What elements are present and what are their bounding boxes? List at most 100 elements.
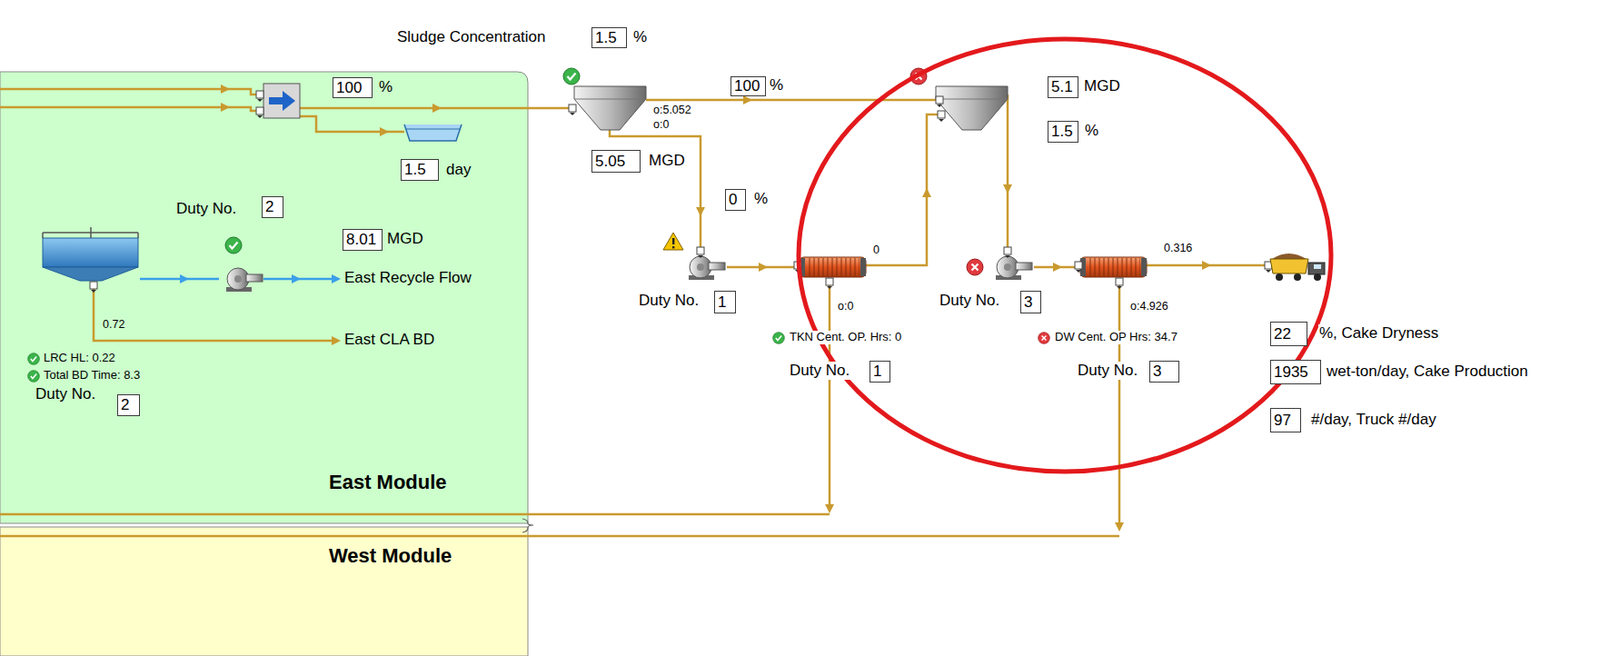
value-box: 100 <box>730 76 766 97</box>
value-text: 100 <box>734 77 760 96</box>
module-panel: East Module 100 1.5 2 8.01 2 <box>0 71 528 524</box>
value-box: 1 <box>714 290 736 314</box>
flow-arrow <box>220 102 230 112</box>
plant-label: MGD <box>1083 77 1122 96</box>
plant-label: Duty No. <box>1076 361 1139 380</box>
sludge-pipes <box>0 89 1266 537</box>
plant-label: 0.72 <box>101 318 126 331</box>
value-box: 2 <box>261 196 284 219</box>
value-box: 5.1 <box>1047 76 1079 99</box>
value-box: 1.5 <box>1047 120 1079 143</box>
dewatering-centrifuge <box>1080 257 1147 278</box>
value-text: 22 <box>1273 322 1292 346</box>
value-text: 100 <box>336 78 362 98</box>
module-title: East Module <box>328 471 448 494</box>
flow-arrow <box>758 262 768 272</box>
value-box: 2 <box>117 394 140 417</box>
value-text: 2 <box>120 395 130 416</box>
value-text: 0 <box>728 189 737 210</box>
plant-label: Duty No. <box>938 291 1001 310</box>
gravity-thickener <box>935 86 1008 130</box>
highlight-circle <box>798 39 1332 472</box>
value-text: 1.5 <box>1051 121 1074 142</box>
value-box: 3 <box>1020 290 1042 314</box>
plant-label: % <box>1083 121 1100 140</box>
gravity-thickener <box>574 86 646 130</box>
value-box: 0 <box>725 188 746 211</box>
port-markers <box>89 90 1273 293</box>
value-text: 3 <box>1023 291 1033 313</box>
flow-arrows <box>179 84 1212 532</box>
plant-label: 0 <box>872 243 881 257</box>
plant-label: o:0 <box>652 118 670 131</box>
flow-arrow <box>1202 260 1212 270</box>
sludge-pump <box>995 256 1033 280</box>
value-text: 8.01 <box>346 229 377 250</box>
value-text: 1.5 <box>404 159 427 180</box>
flow-arrow <box>432 103 442 113</box>
plant-label: wet-ton/day, Cake Production <box>1325 362 1530 381</box>
flow-arrow <box>379 127 389 137</box>
plant-label: 0.316 <box>1162 241 1193 255</box>
plant-label: East Recycle Flow <box>343 268 473 288</box>
plant-label: % <box>377 78 394 97</box>
recycle-pump <box>226 268 263 292</box>
flow-arrow <box>1114 522 1124 532</box>
value-text: 97 <box>1273 408 1292 432</box>
storage-tank <box>404 124 462 141</box>
value-box: 1.5 <box>400 159 439 181</box>
plant-label: day <box>445 160 472 179</box>
value-box: 97 <box>1270 407 1302 433</box>
module-panel: West Module <box>0 526 528 656</box>
value-box: 1 <box>869 360 891 383</box>
plant-label: % <box>753 189 769 209</box>
plant-label: %, Cake Dryness <box>1318 324 1440 343</box>
value-box: 5.05 <box>591 149 641 173</box>
clarifier <box>42 227 139 281</box>
value-text: 3 <box>1152 361 1162 382</box>
cake-truck <box>1270 253 1325 281</box>
value-text: 1.5 <box>595 28 617 48</box>
thickening-centrifuge <box>799 257 866 278</box>
value-box: 3 <box>1149 360 1180 383</box>
flow-arrow <box>1003 184 1013 194</box>
plant-label: % <box>768 76 785 95</box>
plant-label: % <box>632 28 648 47</box>
sludge-pump <box>688 256 726 280</box>
value-text: 2 <box>265 197 274 218</box>
module-grounds <box>0 71 534 656</box>
plant-label: LRC HL: 0.22 <box>42 351 117 366</box>
plant-label: East CLA BD <box>343 330 436 349</box>
value-text: 1935 <box>1273 360 1309 384</box>
value-text: 1 <box>717 291 726 313</box>
flow-arrow <box>743 95 753 105</box>
value-box: 1935 <box>1270 359 1322 385</box>
value-box: 1.5 <box>591 27 627 49</box>
plant-label: o:5.052 <box>652 103 693 117</box>
plant-label: MGD <box>386 229 425 249</box>
flow-arrow <box>922 188 932 198</box>
value-box: 8.01 <box>342 228 383 251</box>
plant-label: TKN Cent. OP. Hrs: 0 <box>788 330 903 345</box>
plant-label: o:4.926 <box>1129 299 1170 313</box>
plant-label: o:0 <box>836 299 855 313</box>
plant-label: Duty No. <box>637 291 700 310</box>
status-icons <box>28 68 1051 382</box>
value-box: 100 <box>332 77 373 99</box>
module-title: West Module <box>328 545 452 567</box>
plant-label: #/day, Truck #/day <box>1310 410 1438 429</box>
plant-label: MGD <box>647 151 686 170</box>
plant-label: Duty No. <box>788 361 851 380</box>
plant-label: Duty No. <box>175 199 238 219</box>
plant-label: Total BD Time: 8.3 <box>42 368 141 383</box>
flow-arrow <box>220 84 230 94</box>
plant-label: Sludge Concentration <box>396 28 547 47</box>
flow-arrow <box>291 274 301 284</box>
flow-arrow <box>1053 262 1063 272</box>
flow-arrow <box>179 274 189 284</box>
value-box: 22 <box>1270 321 1308 347</box>
splitter <box>263 83 300 119</box>
value-text: 5.05 <box>595 150 626 172</box>
flow-arrow <box>695 207 706 217</box>
